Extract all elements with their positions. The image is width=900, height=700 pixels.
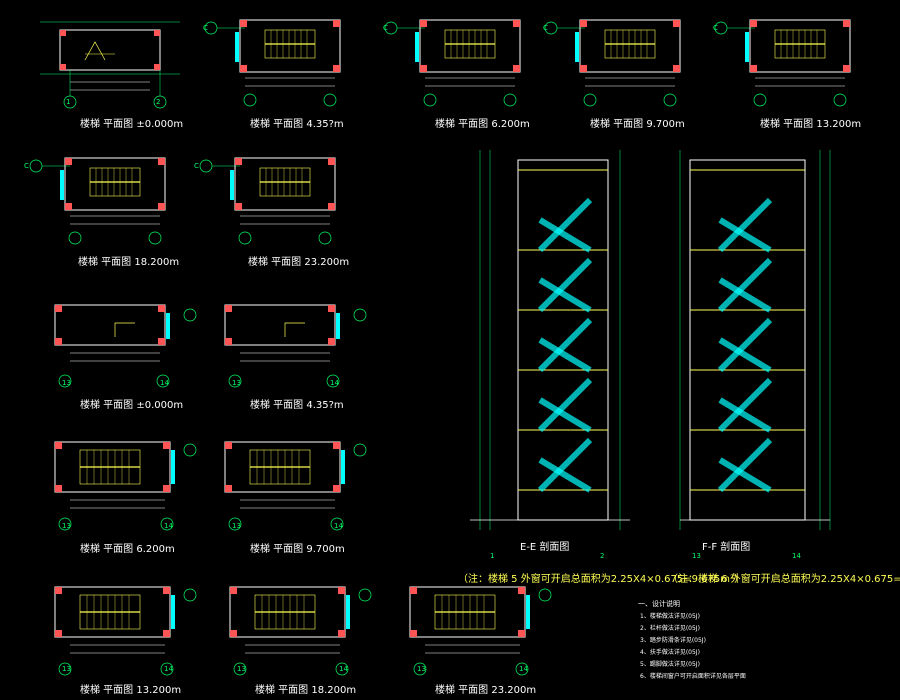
- design-notes: 一、设计说明 1、楼梯做法详见(05J) 2、栏杆做法详见(05J) 3、踏步防…: [638, 599, 746, 680]
- axis-label-right: 14: [792, 552, 801, 560]
- axis-label-right: 14: [330, 379, 339, 387]
- axis-label-left: 13: [62, 665, 71, 673]
- plan-title: 楼梯 平面图 4.35?m: [250, 398, 344, 411]
- side-axis-label: C: [383, 24, 388, 32]
- axis-label-left: 1: [490, 552, 494, 560]
- plan-title: 楼梯 平面图 23.200m: [248, 255, 349, 268]
- axis-label-left: 13: [417, 665, 426, 673]
- note-line: 3、踏步防滑条详见(05J): [640, 636, 706, 644]
- stair-plan-3: 楼梯 平面图 9.700m C: [543, 19, 685, 130]
- plan-title: 楼梯 平面图 6.200m: [435, 117, 530, 130]
- plan-title: 楼梯 平面图 6.200m: [80, 542, 175, 555]
- axis-label-right: 14: [160, 379, 169, 387]
- axis-label-left: 1: [66, 98, 70, 106]
- note-line: 2、栏杆做法详见(05J): [640, 624, 700, 632]
- section-f-f: F-F 剖面图 13 14: [680, 150, 830, 560]
- section-e-e: E-E 剖面图 1 2: [470, 150, 630, 560]
- stair-plan-4: 楼梯 平面图 13.200m C: [713, 19, 861, 130]
- axis-label-right: 2: [156, 98, 160, 106]
- stair-plan-7: 楼梯 平面图 ±0.000m 13 14: [54, 304, 197, 411]
- section-title: E-E 剖面图: [520, 540, 569, 553]
- axis-label-right: 14: [519, 665, 528, 673]
- note-line: 4、扶手做法详见(05J): [640, 648, 700, 656]
- side-axis-label: C: [194, 162, 199, 170]
- axis-label-right: 14: [164, 665, 173, 673]
- section-title: F-F 剖面图: [702, 540, 750, 553]
- notes-heading: 一、设计说明: [638, 599, 680, 608]
- stair-plan-12: 楼梯 平面图 18.200m 13 14: [229, 586, 372, 696]
- plan-title: 楼梯 平面图 9.700m: [590, 117, 685, 130]
- plan-title: 楼梯 平面图 18.200m: [78, 255, 179, 268]
- section-note-e: （注：楼梯 5 外窗可开启总面积为2.25X4×0.675=9.675m²）: [458, 572, 744, 585]
- axis-label-right: 14: [164, 522, 173, 530]
- note-line: 5、踢脚做法详见(05J): [640, 660, 700, 668]
- plan-title: 楼梯 平面图 13.200m: [760, 117, 861, 130]
- axis-label-left: 13: [62, 522, 71, 530]
- stair-plan-11: 楼梯 平面图 13.200m 13 14: [54, 586, 197, 696]
- side-axis-label: C: [203, 24, 208, 32]
- stair-plan-1: 楼梯 平面图 4.35?m C: [203, 19, 344, 130]
- stair-plan-0: 楼梯 平面图 ±0.000m 1 2: [39, 21, 183, 130]
- section-note-f: （注：楼梯 6 外窗可开启总面积为2.25X4×0.675=9.675m²）: [668, 572, 900, 585]
- axis-label-left: 13: [237, 665, 246, 673]
- axis-label-left: 13: [232, 379, 241, 387]
- axis-label-left: 13: [62, 379, 71, 387]
- plan-title: 楼梯 平面图 4.35?m: [250, 117, 344, 130]
- plan-title: 楼梯 平面图 ±0.000m: [80, 398, 183, 411]
- stair-plan-13: 楼梯 平面图 23.200m 13 14: [409, 586, 552, 696]
- stair-plan-8: 楼梯 平面图 4.35?m 13 14: [224, 304, 367, 411]
- stair-plan-2: 楼梯 平面图 6.200m C: [383, 19, 530, 130]
- stair-plan-6: 楼梯 平面图 23.200m C: [194, 157, 349, 268]
- side-axis-label: C: [24, 162, 29, 170]
- note-line: 1、楼梯做法详见(05J): [640, 612, 700, 620]
- side-axis-label: C: [543, 24, 548, 32]
- stair-plan-10: 楼梯 平面图 9.700m 13 14: [224, 441, 367, 555]
- plan-title: 楼梯 平面图 9.700m: [250, 542, 345, 555]
- side-axis-label: C: [713, 24, 718, 32]
- plan-title: 楼梯 平面图 18.200m: [255, 683, 356, 696]
- stair-plan-9: 楼梯 平面图 6.200m 13 14: [54, 441, 197, 555]
- plan-title: 楼梯 平面图 23.200m: [435, 683, 536, 696]
- axis-label-right: 14: [334, 522, 343, 530]
- axis-label-left: 13: [692, 552, 701, 560]
- axis-label-left: 13: [232, 522, 241, 530]
- plan-title: 楼梯 平面图 ±0.000m: [80, 117, 183, 130]
- axis-label-right: 14: [339, 665, 348, 673]
- plan-title: 楼梯 平面图 13.200m: [80, 683, 181, 696]
- stair-plan-5: 楼梯 平面图 18.200m C: [24, 157, 179, 268]
- note-line: 6、楼梯间窗户可开启面积详见各层平面: [640, 672, 746, 680]
- axis-label-right: 2: [600, 552, 604, 560]
